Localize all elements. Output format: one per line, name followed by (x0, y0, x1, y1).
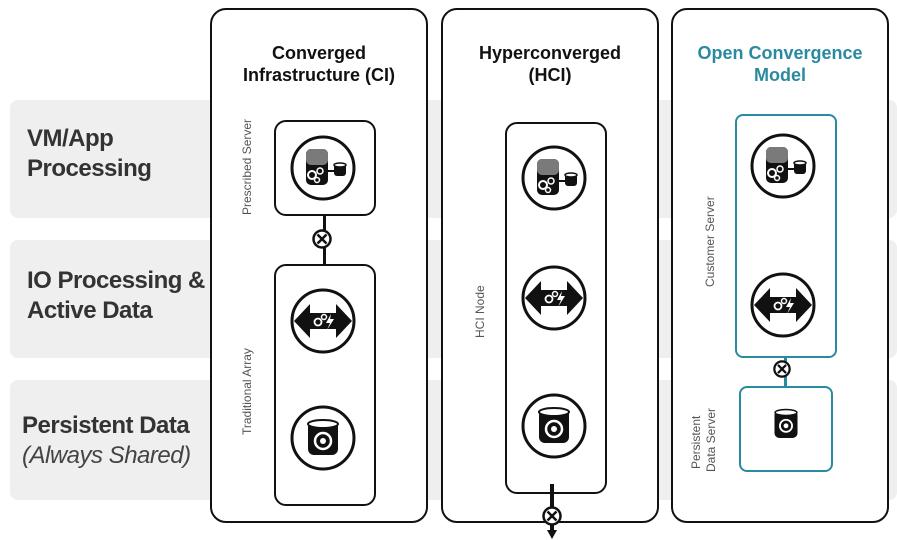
persistent-sublabel: (Always Shared) (22, 442, 191, 469)
column-title-ocm: Open Convergence Model (697, 43, 863, 85)
server-compute-icon (290, 135, 356, 201)
server-compute-icon (750, 133, 816, 199)
persistent-data-label-2: Data Server (704, 407, 718, 472)
column-title-ci: Converged Infrastructure (CI) (242, 43, 395, 85)
interconnect-x-icon (773, 360, 791, 378)
row-label-persistent: Persistent Data (Always Shared) (22, 411, 191, 471)
column-title-hci: Hyperconverged (HCI) (478, 43, 622, 85)
io-processing-icon (521, 265, 587, 331)
storage-icon (290, 405, 356, 471)
io-processing-icon (290, 288, 356, 354)
interconnect-x-icon (312, 229, 332, 249)
storage-icon (774, 408, 798, 438)
io-processing-icon (750, 272, 816, 338)
hci-node-label: HCI Node (473, 285, 487, 338)
persistent-label: Persistent Data (22, 412, 190, 439)
traditional-array-label: Traditional Array (240, 348, 254, 435)
prescribed-server-label: Prescribed Server (240, 118, 254, 215)
row-label-io: IO Processing & Active Data (27, 267, 205, 324)
persistent-data-label-1: Persistent (689, 415, 703, 469)
interconnect-x-icon (542, 506, 562, 526)
row-label-vm-app: VM/App Processing (27, 125, 152, 182)
storage-icon (521, 393, 587, 459)
column-ocm: Open Convergence Model Customer Server P… (671, 8, 889, 523)
server-compute-icon (521, 145, 587, 211)
customer-server-label: Customer Server (703, 196, 717, 287)
